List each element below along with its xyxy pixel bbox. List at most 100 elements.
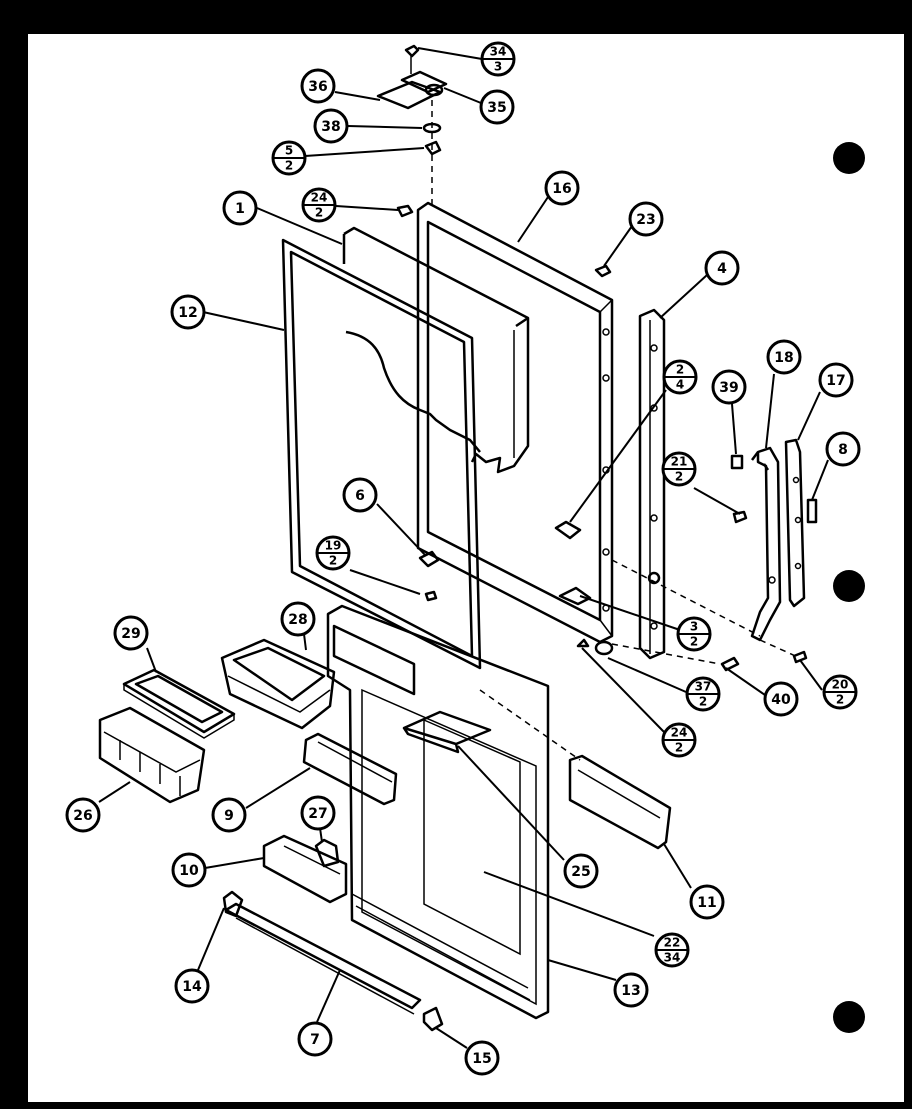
part-40-screw	[720, 656, 740, 672]
callout-number: 5	[285, 144, 293, 158]
callout-circle	[280, 601, 316, 637]
callout-number: 12	[178, 305, 197, 321]
callout-circle	[170, 294, 206, 330]
callout-number: 24	[671, 726, 688, 740]
part-3-bracket	[558, 586, 592, 606]
callout-number: 16	[552, 181, 571, 197]
callout-number: 39	[719, 380, 738, 396]
callout-number: 14	[182, 979, 202, 995]
callout-circle	[65, 797, 101, 833]
callout-13: 13	[613, 972, 649, 1008]
punch-hole-top	[833, 142, 865, 174]
callout-number: 34	[490, 45, 507, 59]
callout-6: 6	[342, 477, 378, 513]
callout-circle	[628, 201, 664, 237]
callout-number: 21	[671, 455, 688, 469]
callout-circle	[766, 339, 802, 375]
callout-29: 29	[113, 615, 149, 651]
callout-quantity: 2	[836, 693, 844, 707]
callout-number: 4	[717, 261, 727, 277]
callout-balloons: 3433635385224216123412241817398212619228…	[65, 41, 861, 1076]
callout-circle	[711, 369, 747, 405]
part-37-grommet	[594, 640, 614, 656]
callout-number: 9	[224, 808, 234, 824]
callout-quantity: 2	[675, 470, 683, 484]
callout-quantity: 2	[699, 695, 707, 709]
callout-circle	[563, 853, 599, 889]
callout-number: 15	[472, 1051, 491, 1067]
leader-lines	[98, 47, 829, 1049]
callout-number: 18	[774, 350, 793, 366]
callout-39: 39	[711, 369, 747, 405]
part-7-bottom-rail	[224, 902, 422, 1015]
callout-quantity: 2	[690, 635, 698, 649]
callout-number: 29	[121, 626, 140, 642]
punch-hole-bottom	[833, 1001, 865, 1033]
part-6-clip	[418, 550, 440, 568]
callout-quantity: 34	[664, 951, 681, 965]
callout-circle	[297, 1021, 333, 1057]
part-9-bracket	[302, 732, 398, 806]
part-16-door-frame	[396, 201, 614, 644]
callout-number: 17	[826, 373, 845, 389]
callout-number: 40	[771, 692, 791, 708]
callout-40: 40	[763, 681, 799, 717]
callout-number: 11	[697, 895, 716, 911]
callout-circle	[704, 250, 740, 286]
callout-quantity: 3	[494, 60, 502, 74]
callout-10: 10	[171, 852, 207, 888]
callout-7: 7	[297, 1021, 333, 1057]
callout-15: 15	[464, 1040, 500, 1076]
callout-circle	[544, 170, 580, 206]
callout-34-over-3: 343	[480, 41, 516, 77]
callout-quantity: 2	[315, 206, 323, 220]
part-8-clip	[806, 498, 818, 524]
part-1-insulation	[342, 226, 530, 474]
callout-24-over-2: 242	[661, 722, 697, 758]
callout-circle	[174, 968, 210, 1004]
callout-quantity: 2	[329, 554, 337, 568]
part-19-screw	[424, 590, 438, 602]
callout-quantity: 2	[285, 159, 293, 173]
callout-2-over-4: 24	[662, 359, 698, 395]
callout-number: 3	[690, 620, 698, 634]
part-17-handle-trim	[784, 438, 806, 608]
part-11-bar	[568, 754, 672, 850]
callout-38: 38	[313, 108, 349, 144]
callout-28: 28	[280, 601, 316, 637]
part-20-screw	[792, 650, 808, 664]
callout-23: 23	[628, 201, 664, 237]
callout-18: 18	[766, 339, 802, 375]
part-24-screw-lower	[576, 638, 590, 648]
callout-number: 22	[664, 936, 681, 950]
callout-17: 17	[818, 362, 854, 398]
callout-number: 35	[487, 100, 506, 116]
callout-circle	[825, 431, 861, 467]
callout-number: 1	[235, 201, 245, 217]
callout-circle	[479, 89, 515, 125]
callout-11: 11	[689, 884, 725, 920]
callout-25: 25	[563, 853, 599, 889]
callout-circle	[613, 972, 649, 1008]
callout-quantity: 4	[676, 378, 684, 392]
callout-number: 25	[571, 864, 590, 880]
callout-number: 26	[73, 808, 92, 824]
callout-number: 8	[838, 442, 848, 458]
callout-number: 10	[179, 863, 199, 879]
callout-number: 20	[832, 678, 849, 692]
callout-circle	[689, 884, 725, 920]
callout-20-over-2: 202	[822, 674, 858, 710]
callout-3-over-2: 32	[676, 616, 712, 652]
callout-35: 35	[479, 89, 515, 125]
callout-number: 27	[308, 806, 327, 822]
callout-19-over-2: 192	[315, 535, 351, 571]
callout-36: 36	[300, 68, 336, 104]
part-13-door-liner	[326, 604, 550, 1020]
part-2-bracket	[554, 520, 582, 540]
part-10-dispenser-housing	[262, 834, 348, 904]
callout-1: 1	[222, 190, 258, 226]
callout-27: 27	[300, 795, 336, 831]
callout-21-over-2: 212	[661, 451, 697, 487]
